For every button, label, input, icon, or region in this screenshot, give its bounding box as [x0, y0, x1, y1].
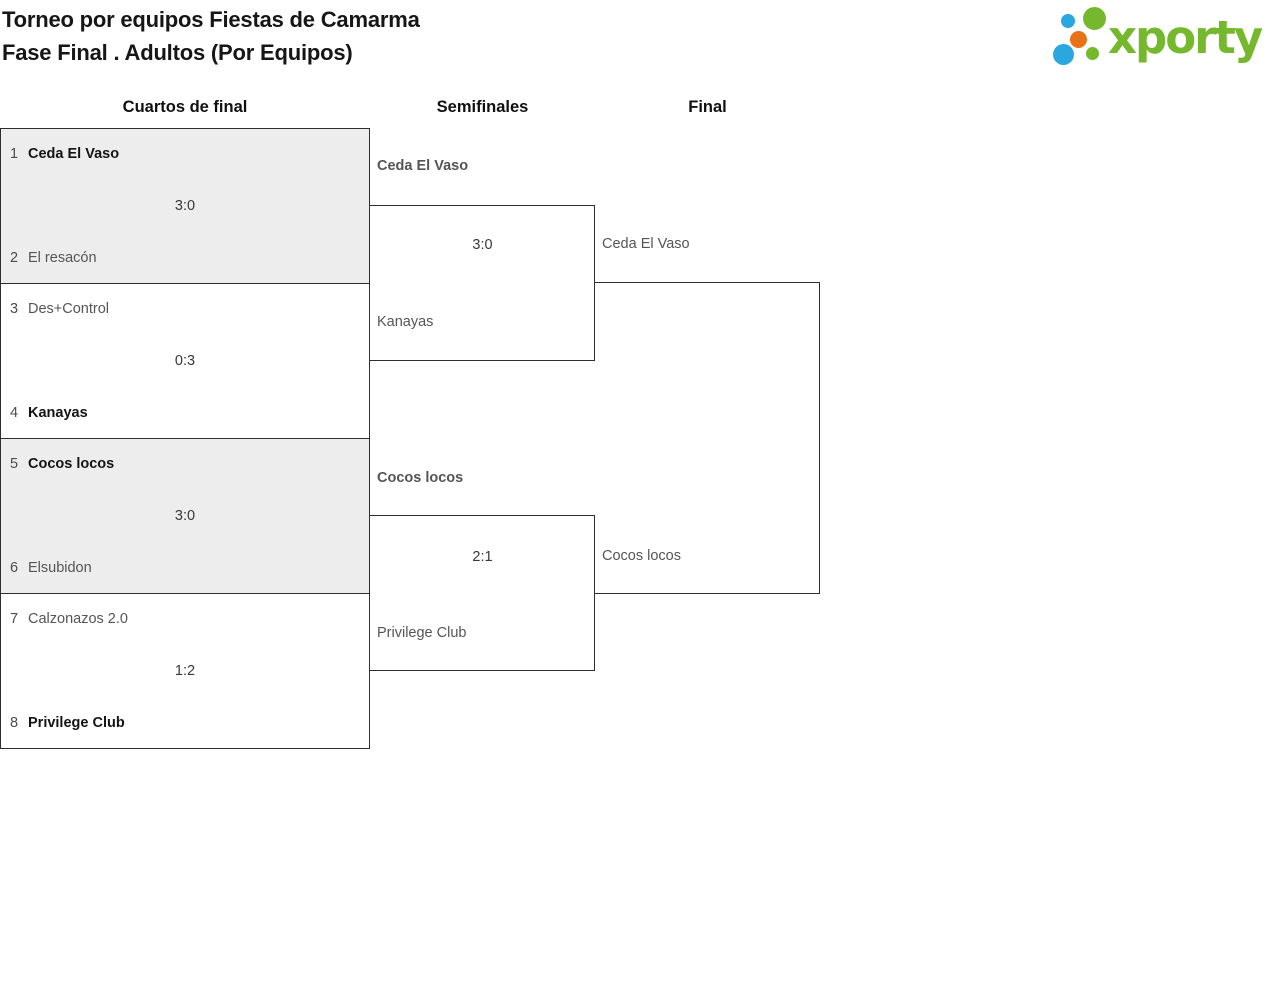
final-match-box — [595, 282, 820, 594]
round-header-semifinales: Semifinales — [436, 98, 529, 116]
seed-number: 3 — [10, 301, 19, 317]
team-row: 5 Cocos locos — [10, 456, 361, 472]
title-line-2: Fase Final . Adultos (Por Equipos) — [2, 40, 353, 65]
team-row: 4 Kanayas — [10, 405, 361, 421]
qf-match-2: 3 Des+Control 0:3 4 Kanayas — [0, 283, 370, 439]
seed-number: 7 — [10, 611, 19, 627]
seed-number: 1 — [10, 146, 19, 162]
team-name: Ceda El Vaso — [377, 158, 469, 174]
sf-match-1-box — [370, 205, 595, 361]
round-header-cuartos-de-final: Cuartos de final — [122, 98, 248, 116]
team-name: Cocos locos — [602, 548, 681, 564]
seed-number: 2 — [10, 250, 19, 266]
team-row: 8 Privilege Club — [10, 715, 361, 731]
seed-number: 4 — [10, 405, 19, 421]
team-row: 3 Des+Control — [10, 301, 361, 317]
team-name: Cocos locos — [28, 456, 115, 472]
match-score: 3:0 — [174, 198, 196, 214]
sf-match-2-box — [370, 515, 595, 671]
match-score: 3:0 — [472, 237, 493, 253]
logo-dot-orange-icon — [1070, 31, 1087, 48]
team-name: Privilege Club — [28, 715, 125, 731]
match-score: 0:3 — [174, 353, 196, 369]
match-score: 3:0 — [174, 508, 196, 524]
xporty-logo-link[interactable]: xporty — [1046, 4, 1280, 76]
team-name: Calzonazos 2.0 — [28, 611, 128, 627]
logo-dot-green-small-icon — [1086, 47, 1099, 60]
team-name: Ceda El Vaso — [28, 146, 120, 162]
match-score: 1:2 — [174, 663, 196, 679]
match-score: 2:1 — [472, 549, 493, 565]
team-name: Des+Control — [28, 301, 109, 317]
qf-match-1: 1 Ceda El Vaso 3:0 2 El resacón — [0, 128, 370, 284]
qf-match-4: 7 Calzonazos 2.0 1:2 8 Privilege Club — [0, 593, 370, 749]
seed-number: 5 — [10, 456, 19, 472]
team-name: Kanayas — [377, 314, 434, 330]
seed-number: 6 — [10, 560, 19, 576]
team-name: Kanayas — [28, 405, 88, 421]
logo-dot-green-large-icon — [1083, 7, 1106, 30]
team-row: 7 Calzonazos 2.0 — [10, 611, 361, 627]
team-name: Cocos locos — [377, 470, 464, 486]
team-name: El resacón — [28, 250, 97, 266]
team-row: 1 Ceda El Vaso — [10, 146, 361, 162]
logo-wordmark: xporty — [1108, 11, 1263, 64]
title-line-1: Torneo por equipos Fiestas de Camarma — [2, 7, 420, 32]
team-row: 2 El resacón — [10, 250, 361, 266]
team-name: Privilege Club — [377, 625, 467, 641]
round-header-final: Final — [688, 98, 727, 116]
qf-match-3: 5 Cocos locos 3:0 6 Elsubidon — [0, 438, 370, 594]
logo-dot-blue-large-icon — [1053, 44, 1074, 65]
logo-dot-blue-small-icon — [1061, 14, 1075, 28]
team-name: Ceda El Vaso — [602, 236, 690, 252]
team-row: 6 Elsubidon — [10, 560, 361, 576]
team-name: Elsubidon — [28, 560, 92, 576]
seed-number: 8 — [10, 715, 19, 731]
page-title: Torneo por equipos Fiestas de Camarma Fa… — [2, 3, 420, 69]
